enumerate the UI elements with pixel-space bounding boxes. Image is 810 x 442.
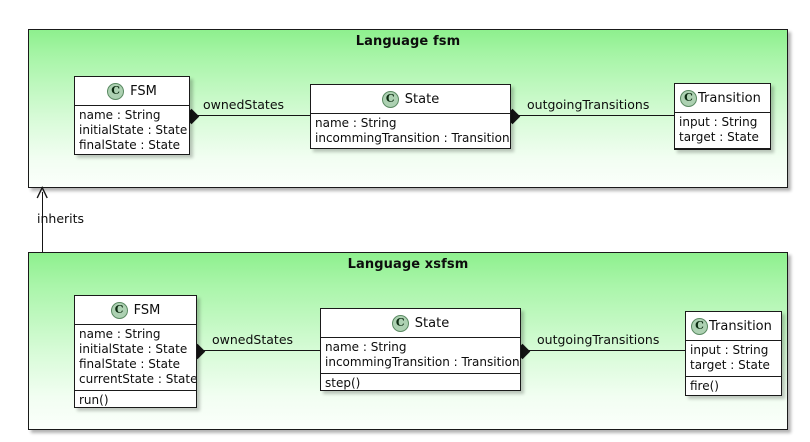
attribute-row: currentState : State — [79, 372, 197, 386]
attributes-compartment-transition-top: input : String target : State — [675, 113, 770, 149]
class-header-transition-top: C Transition — [675, 84, 770, 113]
association-line-outgoingtransitions-bottom — [521, 350, 685, 352]
attributes-compartment-fsm-bottom: name : String initialState : State final… — [75, 325, 196, 391]
class-header-fsm-bottom: C FSM — [75, 296, 196, 325]
class-box-state-bottom[interactable]: C State name : String incommingTransitio… — [320, 308, 521, 391]
class-box-fsm-top[interactable]: C FSM name : String initialState : State… — [74, 76, 190, 155]
operations-compartment-transition-bottom: fire() — [686, 377, 781, 395]
operations-compartment-state-bottom: step() — [321, 374, 520, 390]
class-name-state-bottom: State — [414, 315, 450, 331]
class-header-state-bottom: C State — [321, 309, 520, 338]
class-name-transition-top: Transition — [698, 90, 761, 106]
class-name-state-top: State — [404, 91, 440, 107]
class-circle-icon: C — [107, 82, 125, 100]
inherits-label: inherits — [37, 211, 85, 226]
association-label-outgoingtransitions-bottom: outgoingTransitions — [537, 332, 660, 347]
attribute-row: input : String — [690, 343, 769, 357]
inherits-arrow-shaft — [42, 192, 44, 256]
class-circle-icon: C — [391, 314, 409, 332]
class-box-fsm-bottom[interactable]: C FSM name : String initialState : State… — [74, 295, 197, 408]
attributes-compartment-state-bottom: name : String incommingTransition : Tran… — [321, 338, 520, 374]
class-circle-icon: C — [691, 317, 708, 335]
inherits-arrow-head — [36, 185, 48, 199]
attribute-row: name : String — [79, 327, 161, 341]
association-label-outgoingtransitions-top: outgoingTransitions — [527, 97, 650, 112]
class-circle-icon: C — [110, 301, 128, 319]
attribute-row: initialState : State — [79, 123, 188, 137]
attribute-row: name : String — [325, 340, 407, 354]
class-circle-icon: C — [381, 90, 399, 108]
attribute-row: finalState : State — [79, 138, 181, 152]
class-header-transition-bottom: C Transition — [686, 312, 781, 341]
class-header-fsm-top: C FSM — [75, 77, 189, 106]
class-circle-icon: C — [680, 89, 697, 107]
package-title-xsfsm: Language xsfsm — [347, 257, 469, 272]
class-box-state-top[interactable]: C State name : String incommingTransitio… — [310, 84, 511, 149]
attribute-row: incommingTransition : Transition — [315, 131, 510, 145]
attribute-row: name : String — [79, 108, 161, 122]
class-box-transition-bottom[interactable]: C Transition input : String target : Sta… — [685, 311, 782, 396]
association-line-ownedstates-top — [190, 115, 314, 117]
attributes-compartment-transition-bottom: input : String target : State — [686, 341, 781, 377]
operations-compartment-transition-top — [675, 149, 770, 150]
attribute-row: target : State — [679, 130, 759, 144]
class-header-state-top: C State — [311, 85, 510, 114]
operations-compartment-fsm-bottom: run() — [75, 391, 196, 407]
operation-row: run() — [79, 393, 109, 407]
attribute-row: finalState : State — [79, 357, 181, 371]
operation-row: step() — [325, 376, 361, 390]
attribute-row: initialState : State — [79, 342, 188, 356]
class-box-transition-top[interactable]: C Transition input : String target : Sta… — [674, 83, 771, 150]
association-label-ownedstates-top: ownedStates — [203, 97, 285, 112]
association-line-ownedstates-bottom — [196, 350, 323, 352]
attribute-row: incommingTransition : Transition — [325, 355, 520, 369]
attribute-row: target : State — [690, 358, 770, 372]
attribute-row: input : String — [679, 115, 758, 129]
attributes-compartment-fsm-top: name : String initialState : State final… — [75, 106, 189, 154]
class-name-fsm-top: FSM — [130, 83, 157, 99]
operation-row: fire() — [690, 379, 719, 393]
class-name-fsm-bottom: FSM — [133, 302, 161, 318]
association-line-outgoingtransitions-top — [511, 115, 674, 117]
association-label-ownedstates-bottom: ownedStates — [212, 332, 294, 347]
package-title-fsm: Language fsm — [355, 34, 461, 49]
class-name-transition-bottom: Transition — [709, 318, 772, 334]
attributes-compartment-state-top: name : String incommingTransition : Tran… — [311, 114, 510, 148]
attribute-row: name : String — [315, 116, 397, 130]
